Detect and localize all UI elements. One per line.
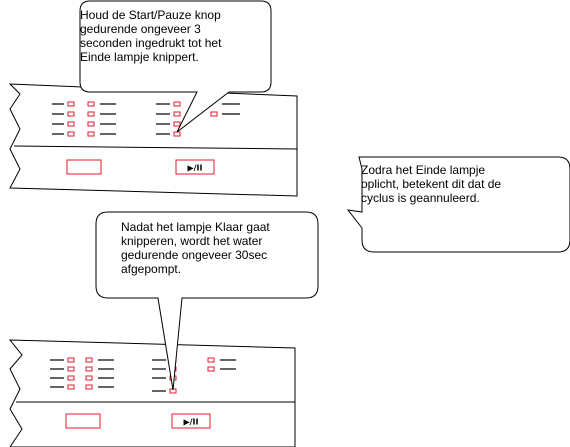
callout-bubble-1 xyxy=(79,0,272,133)
callout-text-2: Zodra het Einde lampje oplicht, betekent… xyxy=(361,163,501,205)
callout-line: Einde lampje knippert. xyxy=(80,50,199,64)
callout-line: seconden ingedrukt tot het xyxy=(80,36,222,50)
callout-line: oplicht, betekent dit dat de xyxy=(361,177,502,191)
indicator-labels-left xyxy=(52,103,116,135)
play-pause-icon: ▶/II xyxy=(183,418,198,427)
callout-text-3: Nadat het lampje Klaar gaat knipperen, w… xyxy=(121,220,270,276)
indicator-group-left xyxy=(67,357,93,390)
callout-text-1: Houd de Start/Pauze knop gedurende ongev… xyxy=(80,8,221,64)
play-pause-icon: ▶/II xyxy=(187,164,202,173)
callout-bubble-2 xyxy=(346,156,570,253)
callout-line: knipperen, wordt het water xyxy=(121,234,263,248)
start-pause-button[interactable]: ▶/II xyxy=(175,159,215,175)
end-indicator-light-icon xyxy=(173,131,181,137)
callout-line: Nadat het lampje Klaar gaat xyxy=(121,220,270,234)
callout-line: Zodra het Einde lampje xyxy=(361,163,486,177)
panel-divider xyxy=(13,145,298,150)
control-panel-top: ▶/II xyxy=(8,83,298,197)
program-button[interactable] xyxy=(66,159,102,175)
callout-line: afgepompt. xyxy=(121,262,182,276)
callout-line: Houd de Start/Pauze knop xyxy=(80,8,221,22)
panel-body xyxy=(8,83,298,197)
callout-line: gedurende ongeveer 30sec xyxy=(121,248,268,262)
indicator-labels-right xyxy=(156,103,240,135)
callout-line: cyclus is geannuleerd. xyxy=(361,191,480,205)
callout-line: gedurende ongeveer 3 xyxy=(80,22,201,36)
indicator-group-right xyxy=(173,101,218,137)
callout-bubble-3 xyxy=(95,211,319,391)
program-button[interactable] xyxy=(65,413,101,429)
indicator-labels-right xyxy=(152,359,236,392)
start-pause-button[interactable]: ▶/II xyxy=(171,413,211,429)
control-panel-bottom: ▶/II xyxy=(8,339,296,447)
indicator-labels-left xyxy=(50,359,114,388)
panel-body xyxy=(8,339,296,447)
indicator-group-left xyxy=(67,101,95,137)
